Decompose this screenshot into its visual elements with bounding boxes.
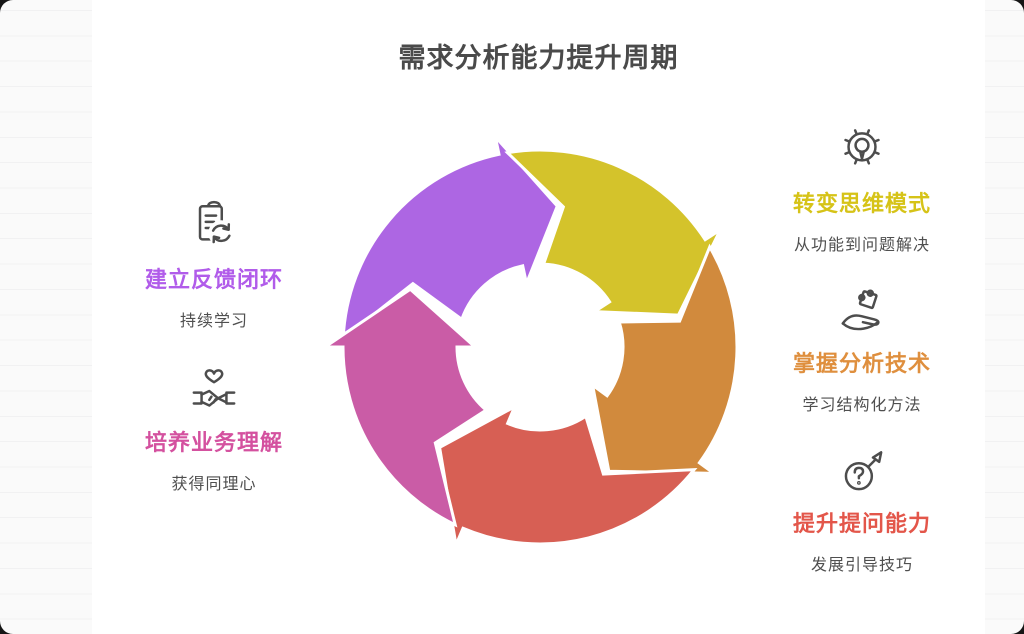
step-mindset: 转变思维模式 从功能到问题解决: [742, 122, 982, 255]
cycle-arrow-feedback: [341, 131, 560, 342]
step-business: 培养业务理解 获得同理心: [104, 361, 324, 494]
page-title: 需求分析能力提升周期: [398, 43, 679, 73]
step-label: 掌握分析技术: [792, 351, 931, 376]
step-label: 转变思维模式: [792, 191, 931, 216]
step-subtitle: 从功能到问题解决: [793, 237, 930, 254]
step-label: 建立反馈闭环: [144, 267, 283, 292]
step-subtitle: 获得同理心: [171, 476, 257, 493]
clipboard-sync-icon: [185, 198, 243, 256]
gear-bulb-icon: [833, 122, 891, 180]
cycle-arrow-mindset: [504, 148, 725, 317]
cycle-arrow-business: [320, 287, 489, 528]
step-feedback: 建立反馈闭环 持续学习: [104, 198, 324, 331]
step-subtitle: 学习结构化方法: [802, 397, 922, 414]
step-questioning: 提升提问能力 发展引导技巧: [742, 442, 982, 575]
question-circle-arrow-icon: [833, 442, 891, 500]
cycle-arrow-questioning: [437, 403, 698, 551]
handshake-heart-icon: [185, 361, 243, 419]
step-subtitle: 发展引导技巧: [810, 557, 913, 574]
hand-puzzle-icon: [833, 282, 891, 340]
step-label: 培养业务理解: [144, 430, 283, 455]
step-analysis: 掌握分析技术 学习结构化方法: [742, 282, 982, 415]
cycle-arrow-analysis: [590, 243, 739, 475]
step-label: 提升提问能力: [792, 511, 931, 536]
step-subtitle: 持续学习: [179, 313, 248, 330]
